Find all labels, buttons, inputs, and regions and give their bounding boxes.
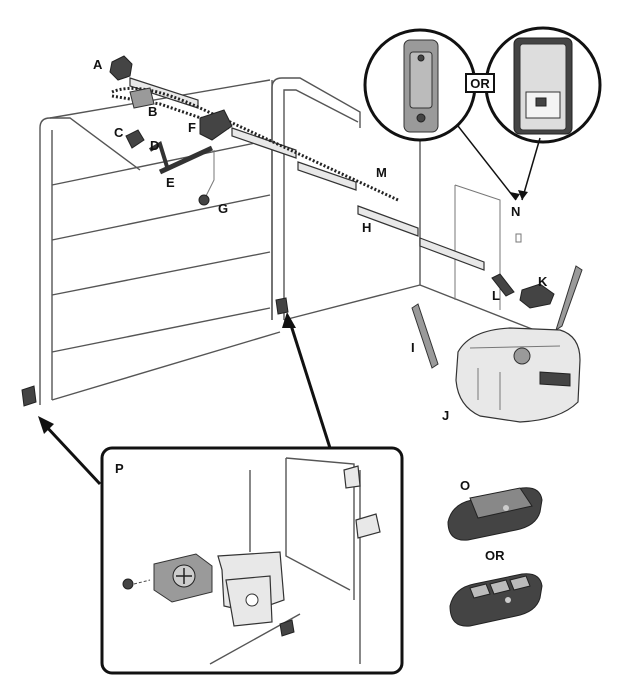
part-c-bracket bbox=[125, 129, 145, 149]
detail-box-p bbox=[100, 446, 404, 675]
door-bottom-brackets bbox=[21, 297, 289, 407]
label-g: G bbox=[218, 201, 228, 216]
or-label-wall-control: OR bbox=[470, 76, 490, 91]
part-n-door-bracket bbox=[515, 233, 522, 243]
part-l-bracket bbox=[491, 273, 515, 297]
part-j-motor-unit bbox=[455, 327, 581, 423]
label-c: C bbox=[114, 125, 124, 140]
or-label-remote: OR bbox=[485, 548, 505, 563]
part-f-pulley-bracket bbox=[199, 109, 233, 141]
label-l: L bbox=[492, 288, 500, 303]
label-e: E bbox=[166, 175, 175, 190]
label-d: D bbox=[150, 138, 159, 153]
part-b-trolley bbox=[129, 87, 155, 109]
label-f: F bbox=[188, 120, 196, 135]
label-j: J bbox=[442, 408, 449, 423]
part-i-rail-bracket bbox=[411, 303, 439, 369]
label-h: H bbox=[362, 220, 371, 235]
label-n: N bbox=[511, 204, 520, 219]
wall-control-callout: OR bbox=[363, 26, 602, 201]
label-a: A bbox=[93, 57, 103, 72]
label-k: K bbox=[538, 274, 548, 289]
label-p: P bbox=[115, 461, 124, 476]
label-i: I bbox=[411, 340, 415, 355]
label-b: B bbox=[148, 104, 157, 119]
remote-control-o bbox=[447, 487, 543, 541]
part-a-bracket bbox=[109, 55, 133, 81]
part-e-arm bbox=[158, 145, 214, 175]
label-o: O bbox=[460, 478, 470, 493]
detail-arrows bbox=[38, 312, 332, 486]
part-g-emergency-release bbox=[198, 150, 215, 206]
label-m: M bbox=[376, 165, 387, 180]
remote-control-three-button bbox=[449, 573, 543, 627]
part-k-light-assembly bbox=[519, 265, 583, 332]
part-d-arm bbox=[148, 140, 170, 171]
